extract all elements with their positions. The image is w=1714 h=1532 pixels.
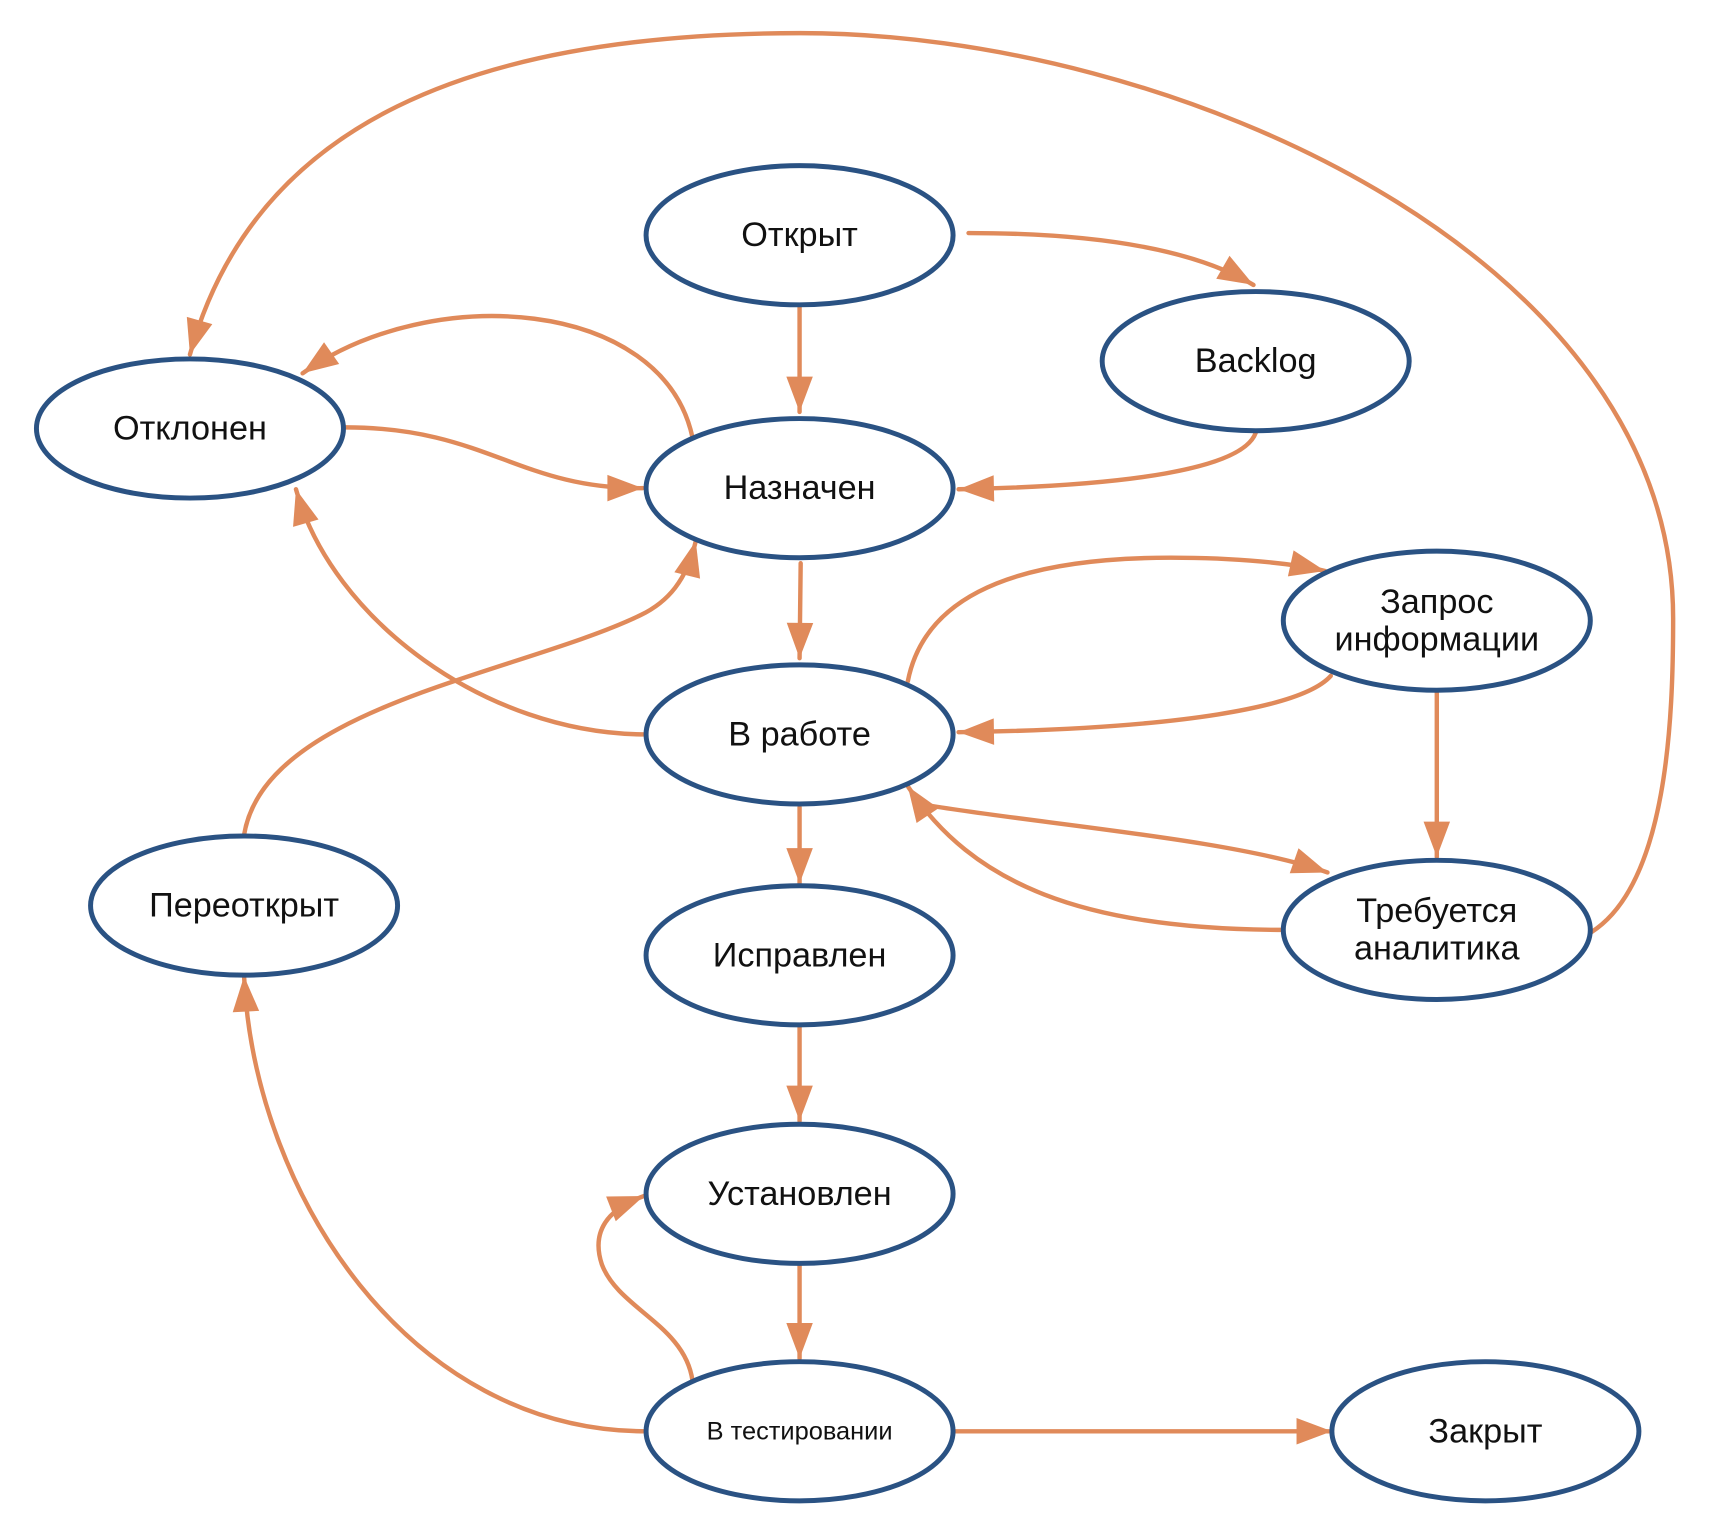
- state-node-label: Отклонен: [113, 410, 267, 448]
- edge-ispravlen-to-ustanovlen: [786, 1024, 813, 1124]
- edge-backlog-to-naznachen: [956, 430, 1258, 502]
- state-node-ellipse: [643, 416, 956, 561]
- arrowhead: [674, 541, 701, 579]
- state-node-naznachen[interactable]: Назначен: [643, 416, 956, 561]
- state-node-label: Запрос: [1380, 583, 1493, 621]
- edge-line: [343, 425, 645, 491]
- arrowhead: [786, 376, 813, 412]
- edge-line: [241, 538, 698, 838]
- state-node-label: В тестировании: [707, 1417, 893, 1445]
- arrowhead: [606, 1196, 644, 1222]
- state-node-ispravlen[interactable]: Исправлен: [643, 883, 956, 1028]
- arrowhead: [958, 718, 995, 745]
- state-node-label: Требуется: [1356, 892, 1517, 930]
- state-node-ellipse: [643, 883, 956, 1028]
- arrowhead: [232, 976, 260, 1013]
- state-node-ellipse: [1280, 548, 1593, 693]
- edge-line: [300, 313, 695, 440]
- edge-otkryt-to-naznachen: [786, 304, 813, 415]
- state-node-ellipse: [643, 163, 956, 308]
- arrowhead: [1296, 1418, 1332, 1445]
- arrowhead: [186, 316, 213, 355]
- state-node-v-rabote[interactable]: В работе: [643, 662, 956, 807]
- edge-line: [293, 487, 649, 737]
- arrowhead: [1289, 848, 1328, 874]
- edge-line: [241, 974, 649, 1434]
- state-node-backlog[interactable]: Backlog: [1099, 289, 1412, 434]
- state-node-label: В работе: [728, 715, 871, 753]
- arrowhead: [1423, 821, 1451, 857]
- arrowhead: [958, 475, 995, 502]
- arrowhead: [786, 622, 814, 659]
- state-node-ellipse: [1280, 857, 1593, 1002]
- arrowhead: [1216, 255, 1254, 285]
- state-node-ellipse: [33, 356, 346, 501]
- edge-line: [905, 784, 1287, 933]
- edge-line: [905, 555, 1328, 684]
- state-node-label: Открыт: [741, 216, 858, 254]
- edges-layer: [186, 30, 1676, 1445]
- state-node-ustanovlen[interactable]: Установлен: [643, 1121, 956, 1266]
- edge-otkryt-to-backlog: [966, 230, 1256, 288]
- arrowhead: [302, 342, 340, 374]
- arrowhead: [786, 1323, 813, 1359]
- state-node-label: информации: [1334, 620, 1539, 658]
- state-node-v-testirovanii[interactable]: В тестировании: [643, 1359, 956, 1504]
- edge-zapros-to-trebuetsya: [1423, 689, 1451, 860]
- edge-line: [956, 430, 1258, 492]
- edge-v-rabote-to-otklonen: [293, 487, 649, 737]
- state-node-label: Исправлен: [713, 936, 887, 974]
- edge-line: [187, 30, 1676, 935]
- edge-trebuetsya-to-otklonen: [186, 30, 1676, 935]
- arrowhead: [907, 786, 939, 824]
- arrowhead: [607, 474, 643, 502]
- edge-v-rabote-to-trebuetsya: [917, 801, 1330, 875]
- arrowhead: [1287, 550, 1326, 577]
- state-node-label: Назначен: [724, 469, 876, 507]
- edge-zapros-to-v-rabote: [956, 673, 1333, 745]
- edge-line: [966, 230, 1256, 288]
- state-node-label: Переоткрыт: [149, 887, 339, 925]
- edge-v-rabote-to-ispravlen: [786, 805, 813, 886]
- state-node-label: Закрыт: [1428, 1412, 1542, 1450]
- edge-naznachen-to-otklonen: [300, 313, 695, 440]
- edge-trebuetsya-to-v-rabote: [905, 784, 1287, 933]
- edge-ustanovlen-to-v-testirovanii: [786, 1263, 813, 1361]
- state-node-zakryt[interactable]: Закрыт: [1329, 1359, 1642, 1504]
- state-node-ellipse: [643, 662, 956, 807]
- state-node-ellipse: [643, 1121, 956, 1266]
- edge-v-testirovanii-to-ustanovlen: [596, 1193, 695, 1383]
- state-node-ellipse: [88, 833, 401, 978]
- edge-pereotkryt-to-naznachen: [241, 538, 701, 838]
- edge-line: [956, 673, 1333, 735]
- state-node-otklonen[interactable]: Отклонен: [33, 356, 346, 501]
- state-node-label: аналитика: [1354, 930, 1521, 968]
- nodes-layer: ОткрытBacklogОтклоненНазначенЗапросинфор…: [33, 163, 1642, 1504]
- arrowhead: [293, 489, 319, 527]
- state-node-ellipse: [1329, 1359, 1642, 1504]
- edge-otklonen-to-naznachen: [343, 425, 645, 502]
- state-node-pereotkryt[interactable]: Переоткрыт: [88, 833, 401, 978]
- state-node-otkryt[interactable]: Открыт: [643, 163, 956, 308]
- edge-v-testirovanii-to-zakryt: [953, 1418, 1335, 1445]
- arrowhead: [786, 848, 813, 884]
- arrowhead: [786, 1085, 813, 1121]
- edge-line: [917, 801, 1330, 875]
- edge-v-rabote-to-zapros: [905, 550, 1328, 684]
- state-node-ellipse: [643, 1359, 956, 1504]
- edge-naznachen-to-v-rabote: [786, 561, 814, 661]
- edge-v-testirovanii-to-pereotkryt: [232, 974, 649, 1434]
- state-node-ellipse: [1099, 289, 1412, 434]
- state-node-label: Backlog: [1195, 342, 1317, 380]
- state-node-label: Установлен: [708, 1175, 892, 1213]
